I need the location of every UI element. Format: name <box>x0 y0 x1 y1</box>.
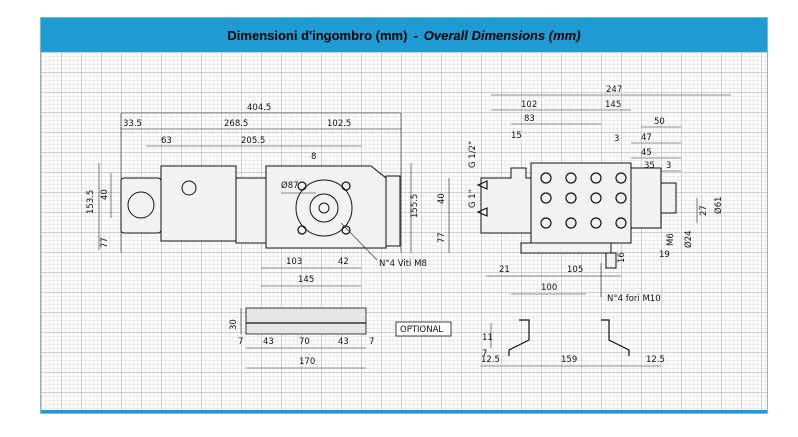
dim-front-83: 83 <box>524 114 535 124</box>
dim-front-45: 45 <box>641 148 652 158</box>
dim-side-42: 42 <box>338 257 349 267</box>
dim-side-63: 63 <box>161 136 172 146</box>
dim-bracket-159: 159 <box>561 355 577 365</box>
dim-side-102-5: 102.5 <box>327 119 351 129</box>
dim-side-40: 40 <box>100 189 110 200</box>
dim-side-diameter-87: Ø87 <box>281 180 299 191</box>
dim-side-268-5: 268.5 <box>224 119 248 129</box>
drawing-frame: Dimensioni d'ingombro (mm) - Overall Dim… <box>40 17 768 414</box>
dim-front-40: 40 <box>437 193 447 204</box>
mounting-brackets: 11 7 12.5 159 12.5 <box>481 319 665 367</box>
dim-plate-30: 30 <box>229 319 239 330</box>
dim-bracket-12-5b: 12.5 <box>646 355 665 365</box>
dim-front-3b: 3 <box>666 161 671 171</box>
title-english: Overall Dimensions (mm) <box>423 27 581 43</box>
dim-plate-170: 170 <box>299 357 315 367</box>
title-separator: - <box>413 27 418 43</box>
dim-front-77: 77 <box>437 232 447 243</box>
dim-front-21: 21 <box>499 265 510 275</box>
dim-front-15: 15 <box>511 131 522 141</box>
dim-front-247: 247 <box>606 85 622 95</box>
dim-front-27: 27 <box>699 205 709 216</box>
dim-front-35: 35 <box>644 161 655 171</box>
note-holes-m10: N°4 fori M10 <box>607 294 661 304</box>
dim-front-3a: 3 <box>614 134 619 144</box>
dim-plate-7b: 7 <box>369 337 374 347</box>
dim-side-33-5: 33.5 <box>123 119 142 129</box>
thread-g-half: G 1/2" <box>468 141 478 168</box>
title-banner: Dimensioni d'ingombro (mm) - Overall Dim… <box>41 18 767 52</box>
bolt-heads <box>540 172 627 229</box>
dim-side-total: 404.5 <box>247 103 271 113</box>
dim-front-19: 19 <box>659 250 670 260</box>
dim-front-m6: M6 <box>666 233 676 246</box>
dim-front-102: 102 <box>521 100 537 110</box>
dim-bracket-7: 7 <box>482 349 487 359</box>
dim-bracket-12-5a: 12.5 <box>481 355 500 365</box>
technical-drawing: 404.5 33.5 268.5 102.5 63 205.5 8 153.5 … <box>86 85 731 369</box>
dim-bracket-11: 11 <box>482 333 493 343</box>
note-screws-m8: N°4 Viti M8 <box>379 259 427 269</box>
optional-label: OPTIONAL <box>400 325 443 335</box>
dim-front-dia-61: Ø61 <box>713 196 724 214</box>
dim-side-153-5: 153.5 <box>86 190 96 214</box>
base-plate-optional: 30 7 43 70 43 7 170 OPTIONAL <box>229 307 452 369</box>
title-italian: Dimensioni d'ingombro (mm) <box>227 27 408 43</box>
dim-side-145: 145 <box>298 275 314 285</box>
dim-plate-70: 70 <box>299 337 310 347</box>
front-view: 247 102 145 83 50 15 3 47 45 35 3 G 1/2"… <box>437 85 731 304</box>
thread-g-one: G 1" <box>468 189 478 208</box>
dim-side-77: 77 <box>100 237 110 248</box>
dim-front-47: 47 <box>641 133 652 143</box>
dim-front-105: 105 <box>567 265 583 275</box>
dim-side-8: 8 <box>311 152 316 162</box>
dim-side-155-5: 155.5 <box>410 194 420 218</box>
dim-plate-43b: 43 <box>338 337 349 347</box>
dim-side-205-5: 205.5 <box>241 136 265 146</box>
dim-side-103: 103 <box>286 257 302 267</box>
bottom-accent-bar <box>41 410 767 413</box>
dim-plate-7a: 7 <box>238 337 243 347</box>
dim-front-16: 16 <box>617 252 627 263</box>
dim-front-100: 100 <box>541 283 557 293</box>
side-view: 404.5 33.5 268.5 102.5 63 205.5 8 153.5 … <box>86 103 427 287</box>
dim-front-dia-24: Ø24 <box>683 230 694 248</box>
dim-plate-43a: 43 <box>263 337 274 347</box>
dim-front-145: 145 <box>605 100 621 110</box>
dim-front-50: 50 <box>654 117 665 127</box>
